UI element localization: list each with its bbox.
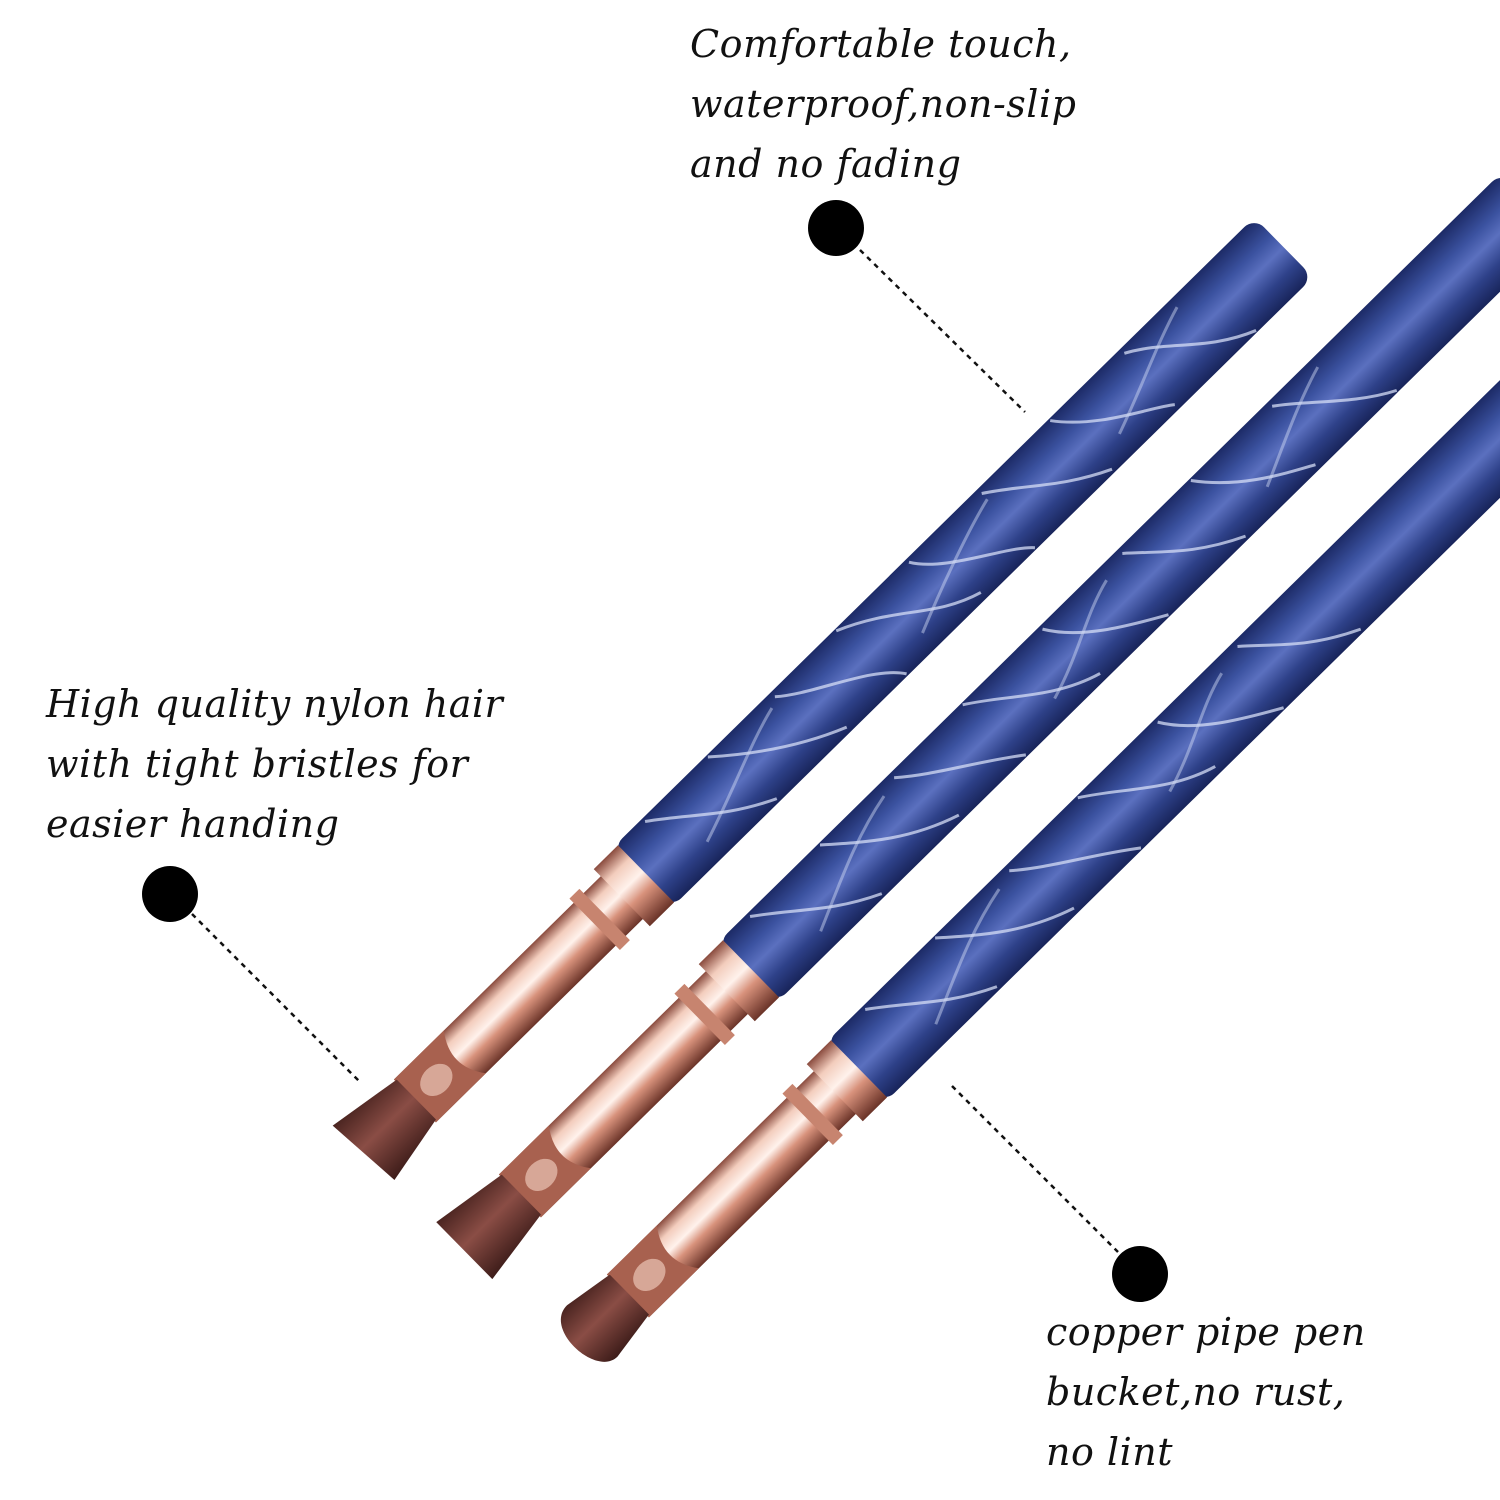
ferrule-ring bbox=[569, 888, 630, 950]
callout-handle: Comfortable touch, waterproof,non-slip a… bbox=[690, 14, 1076, 194]
leader-line-bristles bbox=[191, 913, 361, 1083]
crimp-highlight bbox=[633, 1258, 666, 1291]
crimp-highlight bbox=[525, 1158, 558, 1191]
callout-bristles-line: High quality nylon hair bbox=[46, 682, 504, 726]
brush-handle bbox=[618, 223, 1308, 903]
callout-marker-handle bbox=[808, 200, 864, 256]
callout-ferrule: copper pipe pen bucket,no rust, no lint bbox=[1046, 1302, 1366, 1482]
ferrule-collar bbox=[593, 845, 675, 927]
marble-veins bbox=[749, 366, 1398, 932]
marble-veins bbox=[644, 306, 1257, 843]
angled-brush bbox=[332, 223, 1308, 1180]
ferrule-collar bbox=[698, 940, 780, 1022]
marble-veins bbox=[864, 627, 1362, 1025]
callout-marker-ferrule bbox=[1112, 1246, 1168, 1302]
bristles bbox=[560, 1274, 649, 1362]
ferrule-crimp bbox=[393, 1030, 486, 1123]
callout-marker-bristles bbox=[142, 866, 198, 922]
callout-bristles: High quality nylon hair with tight brist… bbox=[46, 674, 503, 854]
callout-handle-line: and no fading bbox=[690, 142, 962, 186]
callout-bristles-line: easier handing bbox=[46, 802, 340, 846]
bristles bbox=[436, 1174, 541, 1280]
ferrule-collar bbox=[806, 1040, 888, 1122]
bristles bbox=[332, 1079, 436, 1180]
leader-lines bbox=[191, 249, 1119, 1253]
leader-line-handle bbox=[859, 249, 1026, 413]
brush-handle bbox=[831, 277, 1500, 1098]
flat-brush bbox=[436, 177, 1500, 1280]
ferrule-crimp bbox=[498, 1125, 591, 1218]
ferrule-crimp bbox=[606, 1225, 699, 1318]
oval-brush bbox=[560, 277, 1500, 1362]
ferrule-ring bbox=[674, 983, 735, 1045]
crimp-highlight bbox=[420, 1063, 453, 1096]
callout-ferrule-line: no lint bbox=[1046, 1430, 1173, 1474]
ferrule-ring bbox=[782, 1083, 843, 1145]
leader-line-ferrule bbox=[951, 1085, 1119, 1253]
callout-ferrule-line: bucket,no rust, bbox=[1046, 1370, 1346, 1414]
brush-handle bbox=[723, 177, 1500, 998]
callout-handle-line: waterproof,non-slip bbox=[690, 82, 1077, 126]
callout-ferrule-line: copper pipe pen bbox=[1046, 1310, 1366, 1354]
callout-bristles-line: with tight bristles for bbox=[46, 742, 469, 786]
callout-handle-line: Comfortable touch, bbox=[690, 22, 1072, 66]
